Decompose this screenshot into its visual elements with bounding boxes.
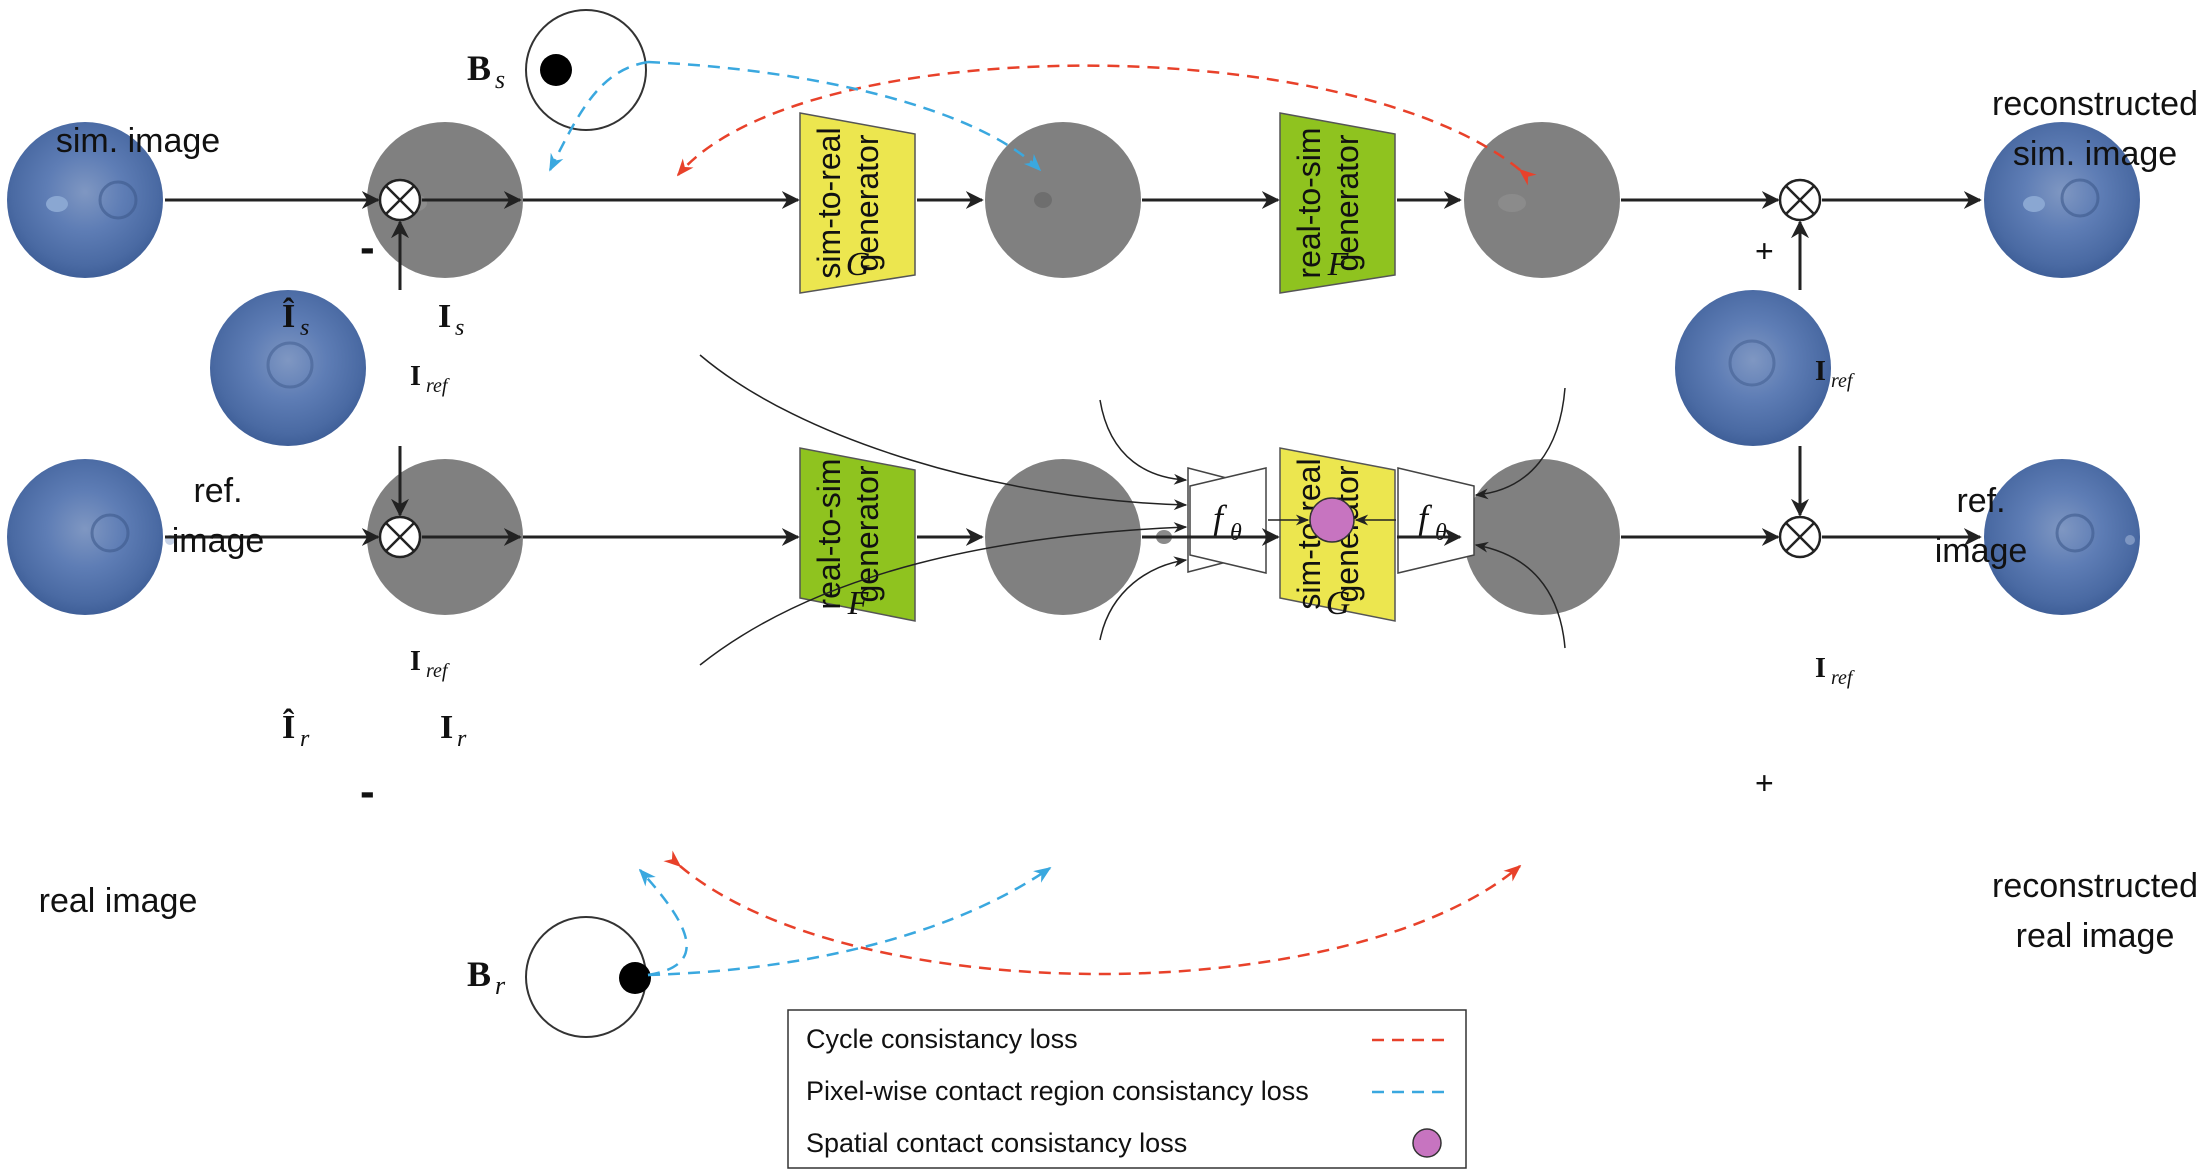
svg-text:r: r [300,726,310,752]
sim-image [7,122,163,278]
gray-disk-top-3 [1464,122,1620,278]
svg-text:r: r [457,726,467,752]
label-i-r: I r [440,709,467,752]
legend: Cycle consistancy loss Pixel-wise contac… [787,1009,1467,1169]
generator-label-line2: generator [849,465,885,602]
svg-text:I: I [440,709,453,746]
label-i-ref-top-left: I ref [410,361,450,397]
spatial-loss-dot [1309,497,1355,543]
svg-text:s: s [495,65,505,94]
svg-text:I: I [1815,653,1826,684]
minus-sign-bottom: - [360,767,375,816]
generator-label-line2: generator [1329,134,1365,271]
svg-text:I: I [438,298,451,335]
real-image-label: real image [39,882,198,920]
label-i-ref-bottom-left: I ref [410,646,450,682]
ref-image-right [1675,290,1831,446]
reconstructed-real-line1: reconstructed [1992,867,2198,905]
legend-cycle-label: Cycle consistancy loss [806,1024,1078,1054]
svg-text:ref: ref [426,660,450,682]
f-theta-left-trapezoid: f θ [1189,467,1267,574]
binary-mask-br [525,916,651,1038]
plus-sign-top: + [1755,233,1774,269]
real-to-sim-generator-bottom: real-to-sim generator F [799,447,916,622]
svg-text:ref: ref [1831,370,1855,392]
ref-image-right-line2: image [1935,532,2028,570]
svg-text:ref: ref [426,375,450,397]
svg-text:I: I [410,361,421,392]
legend-pixel-label: Pixel-wise contact region consistancy lo… [806,1076,1309,1106]
generator-label-line1: real-to-sim [811,458,847,609]
real-to-sim-generator-top: real-to-sim generator F [1279,112,1396,294]
label-b-s: B s [467,48,505,94]
pixel-loss-arrows [548,60,1052,977]
label-i-hat-s: Î s [282,297,309,341]
minus-sign-top: - [360,223,375,272]
generator-symbol: F [1327,246,1350,283]
svg-text:Î: Î [282,708,295,746]
label-i-hat-r: Î r [282,708,310,752]
reconstructed-real-line2: real image [2016,917,2175,955]
plus-sign-bottom: + [1755,765,1774,801]
gray-disk-top-2 [985,122,1141,278]
binary-mask-bs [525,9,647,131]
ref-image-right-line1: ref. [1956,482,2005,520]
generator-symbol: G [846,246,871,283]
sim-image-label: sim. image [56,122,220,160]
reconstructed-real-image [1984,459,2140,615]
label-i-ref-top-right: I ref [1815,356,1855,392]
f-theta-right-trapezoid: f θ [1397,467,1475,574]
f-theta-sub: θ [1230,520,1242,546]
reconstructed-sim-line2: sim. image [2013,135,2177,173]
add-node-top [1778,178,1822,222]
svg-text:B: B [467,954,491,994]
add-node-bottom [1778,515,1822,559]
svg-text:I: I [410,646,421,677]
generator-label-line2: generator [849,134,885,271]
svg-text:r: r [495,971,506,1000]
svg-text:B: B [467,48,491,88]
label-i-s: I s [438,298,464,341]
svg-text:ref: ref [1831,667,1855,689]
legend-spatial-label: Spatial contact consistancy loss [806,1128,1187,1158]
svg-text:Î: Î [282,297,295,335]
label-b-r: B r [467,954,506,1000]
reconstructed-sim-image [1984,122,2140,278]
legend-spatial-marker [1412,1128,1442,1158]
ref-image-left-line1: ref. [193,472,242,510]
svg-text:I: I [1815,356,1826,387]
main-flow-arrows [165,191,1982,546]
generator-symbol: G [1326,585,1351,622]
generator-label-line1: sim-to-real [811,127,847,278]
label-i-ref-bottom-right: I ref [1815,653,1855,689]
subtract-node-bottom [378,515,422,559]
real-image [7,459,175,615]
sim-to-real-generator-top: sim-to-real generator G [799,112,916,294]
svg-text:s: s [300,315,309,341]
svg-text:s: s [455,315,464,341]
subtract-node-top [378,178,422,222]
cycle-loss-arrows [663,64,1537,976]
reconstructed-sim-line1: reconstructed [1992,85,2198,123]
f-theta-input-curves [699,354,1566,666]
ref-image-left [210,290,366,446]
ref-image-left-line2: image [172,522,265,560]
f-theta-sub: θ [1435,520,1447,546]
generator-label-line1: real-to-sim [1291,127,1327,278]
generator-symbol: F [847,585,870,622]
gray-disk-bottom-3 [1464,459,1620,615]
